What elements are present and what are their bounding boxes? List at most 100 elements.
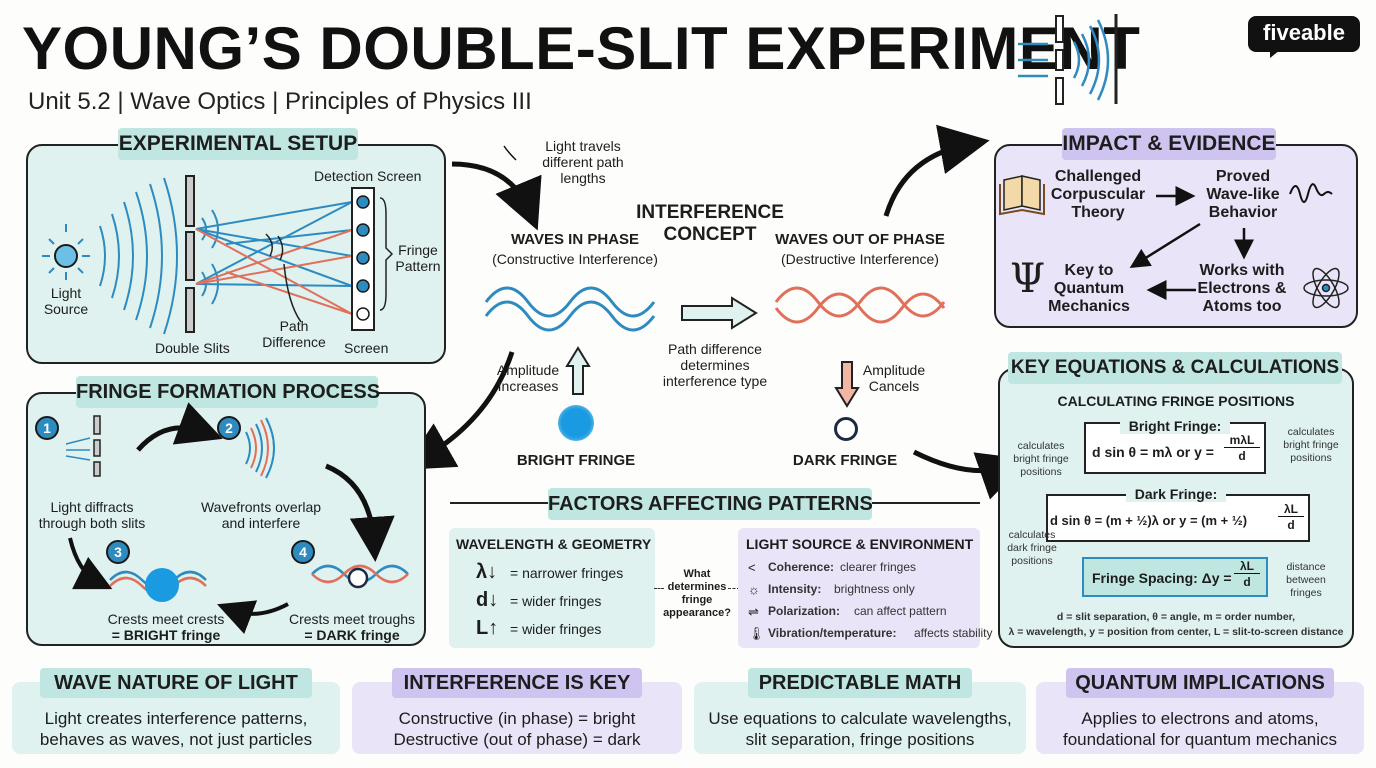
bright-fringe-eq: d sin θ = mλ or y = <box>1092 444 1214 460</box>
equations-subtitle: CALCULATING FRINGE POSITIONS <box>1057 393 1295 409</box>
step-4-badge: 4 <box>291 540 315 564</box>
works-electrons: Works with Electrons & Atoms too <box>1197 262 1287 315</box>
dark-fringe-eq: d sin θ = (m + ½)λ or y = (m + ½) <box>1050 513 1248 528</box>
coherence-label: Coherence: <box>768 560 835 574</box>
dark-fringe-eq-label: Dark Fringe: <box>1126 486 1226 502</box>
detection-screen-label: Detection Screen <box>314 168 422 184</box>
light-source-env-title: LIGHT SOURCE & ENVIRONMENT <box>746 536 974 552</box>
bottom-card-2-title: INTERFERENCE IS KEY <box>392 668 642 698</box>
polarization-label: Polarization: <box>768 604 841 618</box>
screen-label: Screen <box>344 340 389 356</box>
question-dash-right <box>728 588 740 589</box>
step-4-text-b: = DARK fringe <box>304 627 400 643</box>
step-2-text: Wavefronts overlap and interfere <box>200 499 322 531</box>
wavelength-geometry-title: WAVELENGTH & GEOMETRY <box>456 536 652 552</box>
vibration-label: Vibration/temperature: <box>768 626 897 640</box>
bottom-card-3-title: PREDICTABLE MATH <box>748 668 972 698</box>
step-1-badge: 1 <box>35 416 59 440</box>
wg-item-2-sym: d↓ <box>476 589 499 611</box>
impact-panel <box>994 144 1358 328</box>
question-dash-left <box>654 588 664 589</box>
experimental-setup-title: EXPERIMENTAL SETUP <box>118 128 358 160</box>
wavelength-geometry-box <box>449 528 655 648</box>
dark-fringe-den: d <box>1287 518 1295 532</box>
polarization-icon: ⇌ <box>748 604 759 619</box>
path-difference-label: Path Difference <box>262 318 326 350</box>
experimental-setup-panel <box>26 144 446 364</box>
fringe-spacing-den: d <box>1243 575 1251 589</box>
double-slits-label: Double Slits <box>155 340 230 356</box>
dark-fringe-ring <box>834 417 858 441</box>
fringe-pattern-label: Fringe Pattern <box>395 242 441 274</box>
bright-fringe-den: d <box>1238 449 1246 463</box>
bright-fringe-eq-label: Bright Fringe: <box>1120 418 1230 434</box>
bright-fringe-num: mλL <box>1224 434 1260 448</box>
proved-wave: Proved Wave-like Behavior <box>1206 168 1280 221</box>
page-subtitle: Unit 5.2 | Wave Optics | Principles of P… <box>28 88 532 115</box>
fiveable-logo: fiveable <box>1248 16 1360 58</box>
bottom-card-1-title: WAVE NATURE OF LIGHT <box>40 668 312 698</box>
intensity-label: Intensity: <box>768 582 822 596</box>
wg-item-1-sym: λ↓ <box>476 561 498 583</box>
fringe-spacing-box <box>1082 557 1268 597</box>
path-lengths-note: Light travels different path lengths <box>542 138 624 186</box>
polarization-text: can affect pattern <box>854 604 947 618</box>
out-phase-subtitle: (Destructive Interference) <box>781 251 939 267</box>
factors-title: FACTORS AFFECTING PATTERNS <box>548 488 873 520</box>
concept-arrows <box>402 124 1029 500</box>
book-icon <box>999 175 1045 216</box>
bottom-card-4-text: Applies to electrons and atoms, foundati… <box>1062 709 1338 749</box>
wg-item-3-text: = wider fringes <box>510 621 602 637</box>
impact-title: IMPACT & EVIDENCE <box>1062 128 1276 160</box>
in-phase-subtitle: (Constructive Interference) <box>492 251 658 267</box>
step-4-text-a: Crests meet troughs <box>288 611 416 627</box>
step-3-text-b: = BRIGHT fringe <box>111 627 221 643</box>
fringe-spacing-num: λL <box>1234 560 1260 574</box>
bottom-card-4-title: QUANTUM IMPLICATIONS <box>1066 668 1334 698</box>
path-determines-note: Path difference determines interference … <box>662 341 768 389</box>
light-source-environment-box <box>738 528 980 648</box>
bright-note-right: calculates bright fringe positions <box>1283 426 1339 464</box>
coherence-icon: < <box>748 560 756 575</box>
out-phase-title: WAVES OUT OF PHASE <box>775 231 945 248</box>
step-3-text-a: Crests meet crests <box>107 611 225 627</box>
amplitude-increases-label: Amplitude Increases <box>496 362 560 394</box>
setup-diagram <box>42 175 394 335</box>
atom-icon <box>1303 267 1349 309</box>
bottom-card-1-text: Light creates interference patterns, beh… <box>39 709 313 749</box>
dark-fringe-label: DARK FRINGE <box>792 452 898 469</box>
wg-item-2-text: = wider fringes <box>510 593 602 609</box>
middle-arrow <box>681 296 758 330</box>
amplitude-cancels-label: Amplitude Cancels <box>862 362 926 394</box>
up-arrow-icon <box>565 346 591 395</box>
in-phase-title: WAVES IN PHASE <box>510 231 640 248</box>
light-source-icon <box>54 244 78 268</box>
step-3-badge: 3 <box>106 540 130 564</box>
intensity-text: brightness only <box>834 582 915 596</box>
sun-icon: ☼ <box>748 582 760 597</box>
step-1-text: Light diffracts through both slits <box>38 499 146 531</box>
thermometer-icon: 🌡 <box>748 626 765 641</box>
light-source-label: Light Source <box>43 285 89 317</box>
in-phase-waves <box>484 286 656 332</box>
bright-note-left: calculates bright fringe positions <box>1013 440 1069 478</box>
fringe-diagram <box>65 402 409 634</box>
dark-note: calculates dark fringe positions <box>1007 529 1057 567</box>
out-phase-waves <box>774 286 946 324</box>
psi-icon: Ψ <box>1010 256 1046 302</box>
vibration-text: affects stability <box>914 626 993 640</box>
equations-legend-1: d = slit separation, θ = angle, m = orde… <box>1056 611 1296 623</box>
spacing-note: distance between fringes <box>1286 561 1326 599</box>
equations-legend-2: λ = wavelength, y = position from center… <box>1008 626 1344 638</box>
wg-item-1-text: = narrower fringes <box>510 565 624 581</box>
wave-icon <box>1289 183 1333 203</box>
key-quantum: Key to Quantum Mechanics <box>1048 262 1130 315</box>
dark-fringe-num: λL <box>1278 503 1304 517</box>
fringe-spacing-eq: Fringe Spacing: Δy = <box>1092 570 1232 586</box>
coherence-text: clearer fringes <box>840 560 917 574</box>
page-title: YOUNG’S DOUBLE-SLIT EXPERIMENT <box>22 15 1141 82</box>
challenged-theory: Challenged Corpuscular Theory <box>1050 168 1146 221</box>
bright-fringe-dot <box>558 405 594 441</box>
bottom-card-2-text: Constructive (in phase) = bright Destruc… <box>393 709 641 749</box>
fringe-question: What determines fringe appearance? <box>663 568 731 619</box>
